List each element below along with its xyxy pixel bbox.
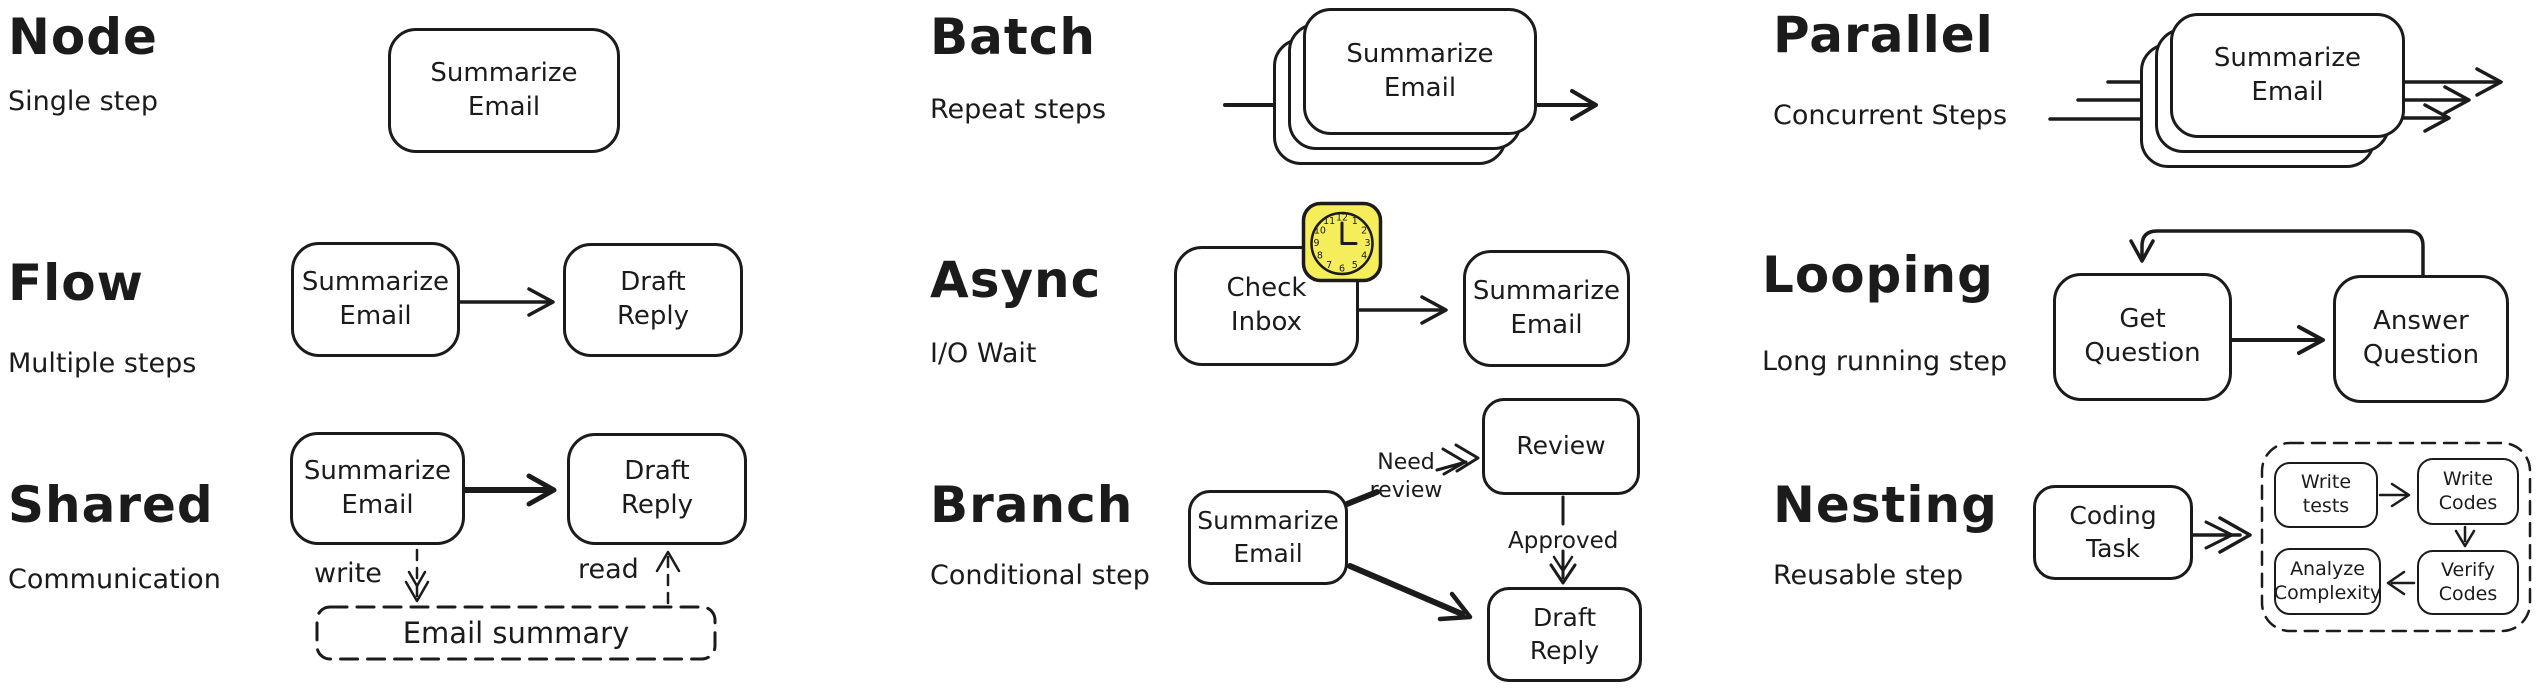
nesting-arrows — [2191, 441, 2532, 633]
async-title: Async — [930, 251, 1102, 309]
branch-subtitle: Conditional step — [930, 560, 1150, 591]
svg-text:11: 11 — [1323, 216, 1335, 227]
svg-text:1: 1 — [1352, 216, 1358, 227]
branch-title: Branch — [930, 476, 1134, 534]
shared-title: Shared — [8, 476, 214, 534]
svg-text:6: 6 — [1339, 264, 1345, 275]
flow-subtitle: Multiple steps — [8, 348, 197, 379]
nesting-container-outline — [2260, 441, 2532, 633]
nesting-subtitle: Reusable step — [1773, 560, 1964, 591]
parallel-step-box: Summarize Email — [2170, 13, 2405, 138]
parallel-title: Parallel — [1773, 6, 1994, 64]
looping-subtitle: Long running step — [1762, 346, 2008, 377]
svg-text:4: 4 — [1361, 251, 1367, 262]
branch-step1-box: Summarize Email — [1188, 490, 1348, 585]
nesting-write-tests-box: Write tests — [2274, 462, 2378, 528]
looping-title: Looping — [1762, 246, 1994, 304]
svg-text:12: 12 — [1336, 213, 1348, 224]
nesting-write-codes-box: Write Codes — [2417, 458, 2519, 525]
batch-title: Batch — [930, 8, 1096, 66]
node-step-box: Summarize Email — [388, 28, 620, 153]
shared-store-outline — [315, 605, 717, 661]
flow-step1-box: Summarize Email — [291, 242, 460, 357]
shared-step2-box: Draft Reply — [567, 433, 747, 545]
branch-arrows — [1344, 443, 1577, 622]
parallel-arrows — [2048, 67, 2503, 133]
branch-approved-label: Approved — [1508, 528, 1619, 554]
svg-text:5: 5 — [1352, 260, 1358, 271]
nesting-title: Nesting — [1773, 476, 1998, 534]
async-step1-box: Check Inbox — [1174, 246, 1359, 366]
looping-step1-box: Get Question — [2053, 273, 2232, 401]
flow-arrow — [458, 287, 555, 317]
flow-title: Flow — [8, 254, 144, 312]
shared-step1-box: Summarize Email — [290, 432, 465, 545]
svg-text:3: 3 — [1364, 238, 1370, 249]
batch-subtitle: Repeat steps — [930, 94, 1107, 125]
nesting-analyze-complexity-box: Analyze Complexity — [2274, 548, 2381, 615]
async-step2-box: Summarize Email — [1463, 250, 1630, 367]
svg-text:9: 9 — [1313, 238, 1319, 249]
svg-text:7: 7 — [1326, 260, 1332, 271]
svg-text:8: 8 — [1317, 251, 1323, 262]
parallel-subtitle: Concurrent Steps — [1773, 100, 2008, 131]
svg-text:10: 10 — [1314, 225, 1326, 236]
batch-step-box: Summarize Email — [1303, 8, 1537, 135]
async-arrow — [1357, 295, 1448, 325]
async-subtitle: I/O Wait — [930, 338, 1037, 369]
svg-text:2: 2 — [1361, 225, 1367, 236]
clock-icon: 12 1 2 3 4 5 6 7 8 9 10 11 — [1300, 200, 1384, 288]
nesting-parent-box: Coding Task — [2033, 485, 2193, 580]
shared-read-label: read — [578, 554, 639, 585]
looping-arrows — [2129, 229, 2425, 355]
branch-step2-box: Draft Reply — [1487, 587, 1642, 682]
branch-review-box: Review — [1482, 398, 1640, 495]
shared-write-label: write — [314, 558, 382, 589]
flow-step2-box: Draft Reply — [563, 243, 743, 357]
looping-step2-box: Answer Question — [2333, 275, 2509, 403]
shared-store-box: Email summary — [402, 616, 630, 650]
branch-need-review-label: Need review — [1369, 450, 1443, 503]
shared-subtitle: Communication — [8, 564, 221, 595]
node-subtitle: Single step — [8, 86, 158, 117]
nesting-verify-codes-box: Verify Codes — [2417, 550, 2519, 615]
node-title: Node — [8, 8, 158, 66]
shared-arrows — [315, 473, 717, 661]
